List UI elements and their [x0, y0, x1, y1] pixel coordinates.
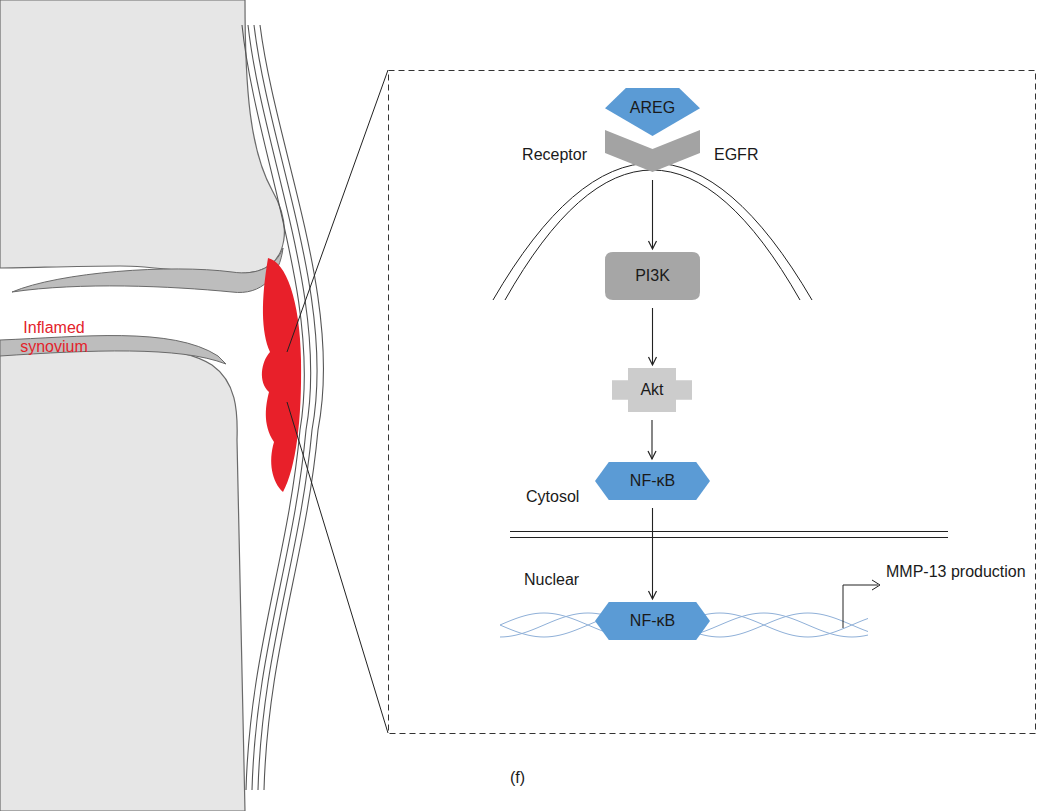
- receptor-shape: ReceptorEGFR: [605, 130, 700, 172]
- kinase-box: PI3K: [605, 252, 700, 300]
- ligand-pentagon: AREG: [605, 88, 700, 136]
- lower-bone: [0, 346, 245, 811]
- upper-bone: [0, 0, 284, 274]
- node-label: Akt: [640, 381, 663, 399]
- transcription-arrowhead: [872, 580, 880, 590]
- figure-caption: (f): [510, 768, 525, 787]
- transcription-arrow: [843, 585, 878, 628]
- kinase-box-fill: [605, 252, 700, 300]
- inflamed-synovium: [262, 258, 301, 492]
- compartment-label: Cytosol: [526, 487, 579, 506]
- zoom-line: [287, 402, 388, 733]
- zoom-line: [287, 70, 388, 352]
- node-label: NF-κB: [630, 612, 675, 630]
- factor-hexagon-fill: [595, 602, 710, 640]
- receptor-shape-outline: [605, 130, 700, 172]
- factor-hexagon: NF-κB: [595, 462, 710, 500]
- kinase-shape: Akt: [612, 368, 692, 412]
- signal-arrow: [652, 180, 653, 249]
- receptor-label: EGFR: [714, 146, 758, 164]
- node-label: AREG: [630, 99, 675, 117]
- node-label: PI3K: [635, 267, 670, 285]
- upper-cartilage: [12, 248, 283, 292]
- region-label: Inflamed synovium: [4, 318, 104, 356]
- node-label: NF-κB: [630, 472, 675, 490]
- nuclear-membrane: [510, 532, 948, 538]
- zoom-box: [389, 71, 1036, 734]
- compartment-label: Nuclear: [524, 570, 579, 589]
- signal-arrow: [651, 420, 652, 459]
- signal-arrow: [652, 308, 653, 365]
- receptor-label: Receptor: [522, 146, 587, 164]
- cell-membrane: [493, 163, 812, 300]
- kinase-shape-fill: [612, 368, 692, 412]
- signal-arrow: [652, 508, 653, 599]
- factor-hexagon-fill: [595, 462, 710, 500]
- factor-hexagon: NF-κB: [595, 602, 710, 640]
- joint-capsule: [242, 25, 324, 790]
- product-label: MMP-13 production: [886, 562, 1034, 581]
- receptor-shape-fill: [605, 130, 700, 172]
- ligand-pentagon-fill: [605, 88, 700, 136]
